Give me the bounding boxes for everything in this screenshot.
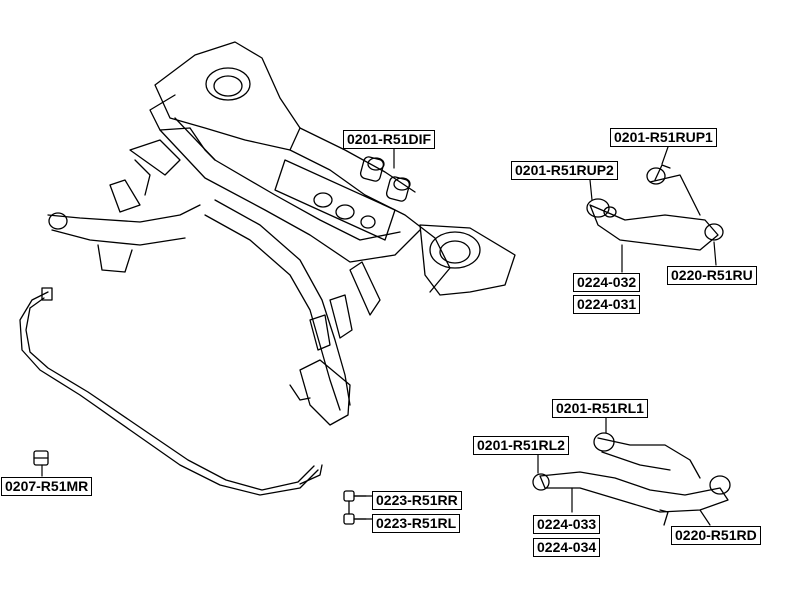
part-label-0224-031[interactable]: 0224-031 bbox=[573, 295, 641, 314]
part-label-0201-r51rl2[interactable]: 0201-R51RL2 bbox=[473, 436, 569, 455]
lower-rear-arm-drawing bbox=[532, 432, 731, 526]
stabilizer-bar-drawing bbox=[19, 287, 323, 496]
leader-lines bbox=[41, 146, 717, 526]
part-label-0223-r51rl[interactable]: 0223-R51RL bbox=[372, 514, 461, 533]
part-label-0220-r51ru[interactable]: 0220-R51RU bbox=[667, 266, 757, 285]
part-label-0201-r51dif[interactable]: 0201-R51DIF bbox=[343, 130, 436, 149]
part-label-0207-r51mr[interactable]: 0207-R51MR bbox=[1, 477, 93, 496]
part-label-0224-032[interactable]: 0224-032 bbox=[573, 273, 641, 292]
rear-subframe-drawing bbox=[47, 41, 516, 426]
part-label-0201-r51rup2[interactable]: 0201-R51RUP2 bbox=[511, 161, 618, 180]
part-label-0223-r51rr[interactable]: 0223-R51RR bbox=[372, 491, 462, 510]
part-label-0220-r51rd[interactable]: 0220-R51RD bbox=[671, 526, 761, 545]
differential-bushings-drawing bbox=[359, 156, 411, 202]
part-label-0224-034[interactable]: 0224-034 bbox=[533, 538, 601, 557]
part-label-0201-r51rl1[interactable]: 0201-R51RL1 bbox=[552, 399, 648, 418]
upper-rear-arm-drawing bbox=[586, 164, 724, 251]
part-label-0224-033[interactable]: 0224-033 bbox=[533, 515, 601, 534]
stabilizer-bushing-drawing bbox=[33, 450, 49, 466]
part-label-0201-r51rup1[interactable]: 0201-R51RUP1 bbox=[610, 128, 717, 147]
